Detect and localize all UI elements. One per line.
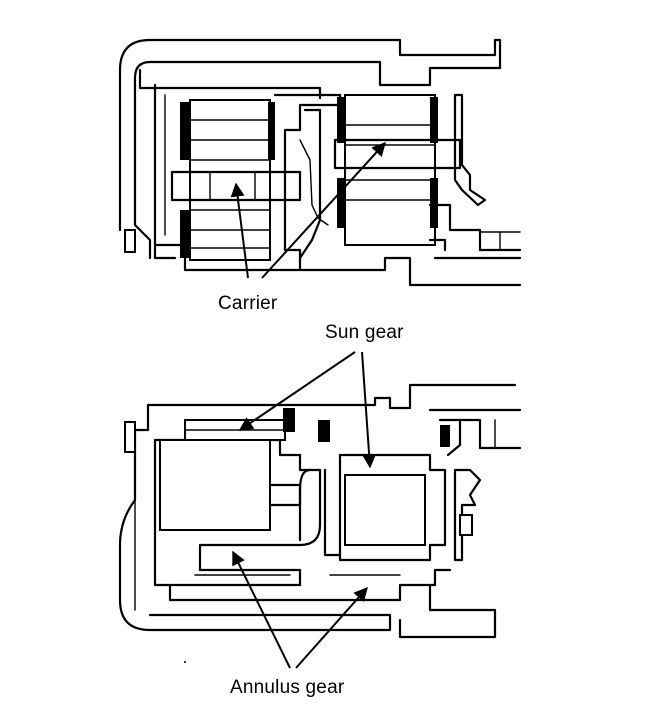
carrier-arrow-right	[261, 141, 386, 279]
annulus-gear-arrow-left	[232, 550, 291, 669]
bottom-output-shaft	[438, 418, 522, 450]
top-carrier-pin-left	[170, 170, 302, 202]
annulus-gear-arrow-right	[295, 586, 368, 669]
sun-gear-body	[344, 474, 426, 546]
top-housing-inner	[138, 68, 322, 100]
top-planet-gear-left	[189, 99, 271, 261]
top-output-shaft	[428, 203, 522, 252]
bottom-spring-clip	[453, 468, 482, 562]
sun-gear-arrow-left	[238, 351, 356, 431]
annulus-gear-ring	[153, 438, 322, 587]
annulus-gear-body	[159, 439, 271, 531]
top-carrier-plate	[273, 93, 342, 270]
sun-gear	[338, 453, 447, 562]
top-gear-assembly	[118, 38, 522, 287]
sun-gear-arrow-right	[361, 351, 377, 469]
bottom-seal-2	[318, 420, 330, 442]
callout-arrows	[230, 141, 386, 669]
bottom-gear-assembly	[118, 383, 522, 639]
annulus-gear-label: Annulus gear	[230, 677, 345, 698]
bottom-seal-3	[440, 425, 450, 447]
top-left-seal	[124, 229, 136, 253]
carrier-label: Carrier	[218, 293, 278, 314]
top-planet-gear-right	[344, 94, 436, 246]
bottom-outer-housing	[146, 383, 517, 410]
sun-gear-label: Sun gear	[325, 322, 404, 343]
bottom-lower-flange	[168, 568, 452, 602]
bottom-seal-1	[283, 408, 295, 432]
top-carrier-pin-right	[333, 138, 462, 170]
bottom-left-seal	[124, 421, 136, 453]
top-outer-housing	[118, 38, 502, 260]
top-spring-clip	[453, 93, 487, 207]
carrier-arrow-left	[230, 182, 249, 279]
top-left-wall	[153, 83, 522, 287]
top-carrier-web	[298, 108, 322, 260]
